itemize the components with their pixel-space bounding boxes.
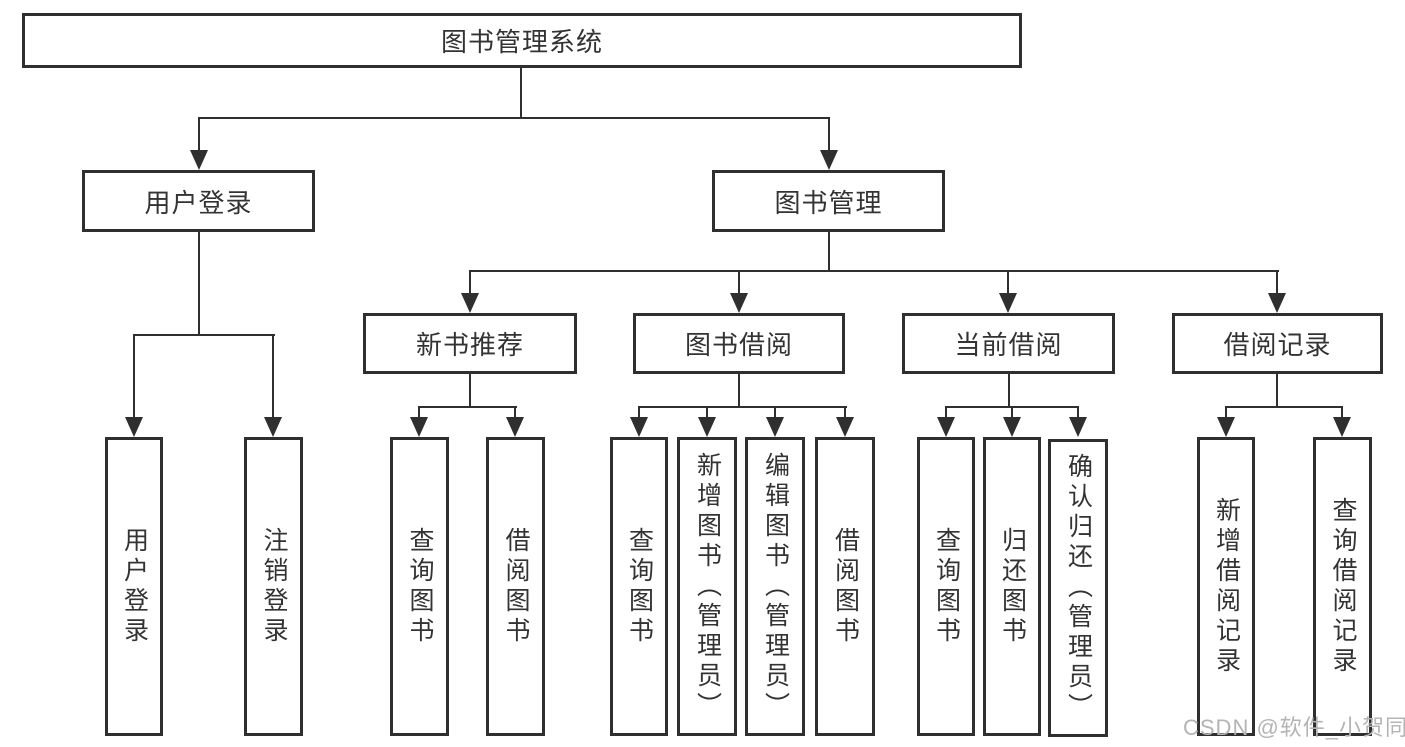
connector-l3-drop	[1007, 270, 1009, 296]
node-label: 图书管理系统	[440, 27, 603, 57]
node-label: 用户登录	[120, 526, 149, 647]
node-label: 编辑图书（管理员）	[761, 451, 790, 722]
csdn-watermark: CSDN @软件_小贺同学	[1183, 715, 1405, 740]
node-label: 归还图书	[998, 526, 1027, 647]
connector-book-mgmt-stem	[828, 232, 830, 272]
connector-leaf-drop	[774, 406, 776, 420]
arrow-down-icon	[630, 417, 648, 437]
arrow-down-icon	[836, 417, 854, 437]
connector-root-stem	[520, 68, 522, 118]
connector-rail	[1225, 406, 1343, 408]
arrow-down-icon	[937, 417, 955, 437]
connector-leaf-drop	[945, 406, 947, 420]
leaf-query-books-borrowing: 查询图书	[610, 437, 668, 736]
leaf-add-book-admin: 新增图书（管理员）	[677, 437, 737, 736]
leaf-add-borrow-record: 新增借阅记录	[1197, 437, 1255, 736]
connector-user-login-drop	[198, 117, 200, 153]
connector-leaf-drop	[1011, 406, 1013, 420]
connector-root-rail	[198, 117, 830, 119]
node-borrowing-records: 借阅记录	[1172, 313, 1383, 374]
node-current-borrowing: 当前借阅	[902, 313, 1115, 374]
arrow-down-icon	[1003, 417, 1021, 437]
arrow-down-icon	[1333, 417, 1351, 437]
node-label: 借阅图书	[831, 526, 860, 647]
leaf-return-book: 归还图书	[983, 437, 1041, 736]
connector-leaf-drop	[1225, 406, 1227, 420]
connector-l3-drop	[738, 270, 740, 296]
connector-stem	[469, 374, 471, 408]
connector-l3-drop	[1276, 270, 1278, 296]
arrow-down-icon	[999, 293, 1017, 313]
connector-leaf-drop	[1341, 406, 1343, 420]
arrow-down-icon	[766, 417, 784, 437]
leaf-borrow-books-recommend: 借阅图书	[486, 437, 545, 736]
arrow-down-icon	[820, 150, 838, 170]
connector-book-mgmt-drop	[828, 117, 830, 153]
connector-leaf-drop	[638, 406, 640, 420]
connector-leaf-drop	[706, 406, 708, 420]
node-new-book-recommend: 新书推荐	[363, 313, 577, 374]
connector-stem	[1276, 374, 1278, 408]
connector-rail	[638, 406, 847, 408]
leaf-borrow-books: 借阅图书	[815, 437, 875, 736]
connector-leaf-drop	[133, 334, 135, 420]
arrow-down-icon	[506, 417, 524, 437]
node-library-management-system: 图书管理系统	[22, 13, 1022, 68]
connector-leaf-drop	[844, 406, 846, 420]
node-label: 查询借阅记录	[1329, 496, 1357, 677]
arrow-down-icon	[190, 150, 208, 170]
node-label: 新增图书（管理员）	[693, 451, 722, 722]
leaf-query-books-recommend: 查询图书	[390, 437, 449, 736]
node-label: 查询图书	[406, 526, 434, 647]
leaf-edit-book-admin: 编辑图书（管理员）	[745, 437, 805, 736]
connector-stem	[738, 374, 740, 408]
node-label: 确认归还（管理员）	[1064, 453, 1093, 723]
connector-leaf-drop	[514, 406, 516, 420]
leaf-logout: 注销登录	[244, 437, 303, 736]
arrow-down-icon	[1217, 417, 1235, 437]
node-label: 图书管理	[774, 187, 883, 218]
node-book-borrowing: 图书借阅	[633, 313, 845, 374]
arrow-down-icon	[1268, 293, 1286, 313]
leaf-user-login: 用户登录	[105, 437, 163, 736]
connector-l3-drop	[469, 270, 471, 296]
connector-leaf-drop	[272, 334, 274, 420]
arrow-down-icon	[698, 417, 716, 437]
leaf-query-books-current: 查询图书	[917, 437, 975, 736]
node-label: 查询图书	[625, 526, 654, 647]
arrow-down-icon	[264, 417, 282, 437]
node-book-management: 图书管理	[712, 170, 945, 232]
connector-leaf-drop	[418, 406, 420, 420]
connector-leaf-drop	[1077, 406, 1079, 420]
arrow-down-icon	[1069, 417, 1087, 437]
connector-user-login-stem	[198, 232, 200, 336]
leaf-confirm-return-admin: 确认归还（管理员）	[1048, 439, 1108, 737]
leaf-query-borrow-record: 查询借阅记录	[1313, 437, 1372, 736]
node-label: 借阅图书	[502, 526, 530, 647]
node-label: 借阅记录	[1223, 330, 1332, 360]
node-label: 注销登录	[260, 526, 288, 647]
arrow-down-icon	[730, 293, 748, 313]
arrow-down-icon	[410, 417, 428, 437]
arrow-down-icon	[461, 293, 479, 313]
node-label: 图书借阅	[684, 330, 793, 360]
connector-rail	[418, 406, 517, 408]
node-label: 当前借阅	[954, 330, 1063, 360]
node-label: 用户登录	[144, 187, 253, 218]
connector-user-login-rail	[133, 334, 275, 336]
node-label: 新增借阅记录	[1212, 496, 1241, 677]
node-label: 新书推荐	[415, 330, 524, 360]
connector-book-mgmt-rail	[469, 270, 1279, 272]
node-label: 查询图书	[932, 526, 961, 647]
connector-stem	[1008, 374, 1010, 408]
arrow-down-icon	[125, 417, 143, 437]
node-user-login: 用户登录	[82, 170, 315, 232]
